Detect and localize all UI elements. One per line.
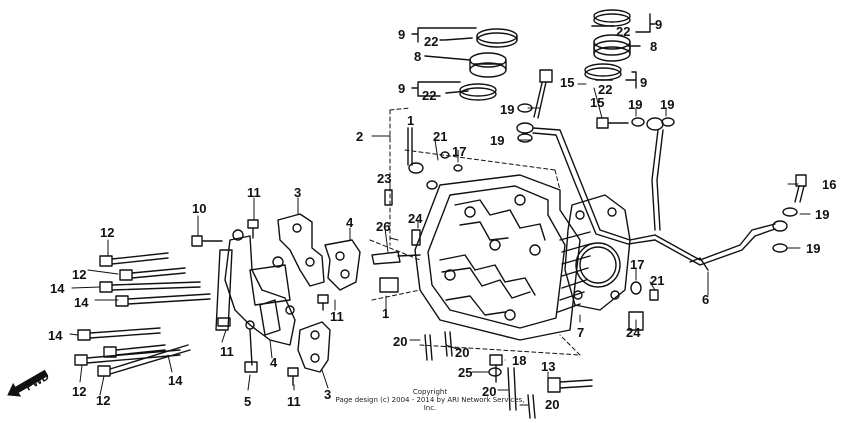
- callout-14: 14: [50, 281, 65, 296]
- callout-14: 14: [168, 373, 183, 388]
- oil-pipe-right-vertical: [646, 117, 664, 231]
- cylinder-head: [414, 174, 591, 341]
- callout-2: 2: [356, 129, 364, 144]
- callout-15: 15: [590, 95, 605, 110]
- callout-12: 12: [72, 384, 87, 399]
- bolt-16: [794, 174, 807, 203]
- callout-9: 9: [640, 75, 648, 90]
- callout-22: 22: [616, 24, 631, 39]
- callout-13: 13: [541, 359, 556, 374]
- callout-19: 19: [628, 97, 643, 112]
- callout-8: 8: [414, 49, 422, 64]
- callout-8: 8: [650, 39, 658, 54]
- callout-25: 25: [458, 365, 473, 380]
- callout-19: 19: [806, 241, 821, 256]
- callout-20: 20: [393, 334, 408, 349]
- callout-18: 18: [512, 353, 527, 368]
- cylinder-gasket: [564, 194, 631, 311]
- callout-9: 9: [398, 27, 406, 42]
- callout-9: 9: [655, 17, 663, 32]
- callout-24: 24: [626, 325, 641, 340]
- callout-22: 22: [598, 82, 613, 97]
- callout-20: 20: [545, 397, 560, 412]
- callout-21: 21: [433, 129, 448, 144]
- callout-11: 11: [287, 394, 301, 409]
- callout-23: 23: [377, 171, 392, 186]
- callout-1: 1: [382, 306, 390, 321]
- oil-pipe-top: [516, 122, 656, 245]
- right-clamp-lower: [584, 63, 622, 81]
- callout-1: 1: [407, 113, 415, 128]
- callout-20: 20: [455, 345, 470, 360]
- callout-4: 4: [346, 215, 354, 230]
- callout-12: 12: [72, 267, 87, 282]
- right-insulator: [593, 34, 631, 62]
- left-insulator-upper: [469, 52, 507, 78]
- callout-19: 19: [660, 97, 675, 112]
- callout-15: 15: [560, 75, 575, 90]
- bolt-15-top: [533, 69, 553, 119]
- callout-22: 22: [424, 34, 439, 49]
- callout-4: 4: [270, 355, 278, 370]
- fwd-arrow-icon: [7, 369, 49, 397]
- callout-6: 6: [702, 292, 710, 307]
- callout-14: 14: [74, 295, 89, 310]
- oil-pipe-6: [654, 220, 788, 271]
- callout-12: 12: [100, 225, 115, 240]
- callout-24: 24: [408, 211, 423, 226]
- callout-3: 3: [294, 185, 302, 200]
- callout-11: 11: [330, 309, 344, 324]
- callout-22: 22: [422, 88, 437, 103]
- callout-19: 19: [490, 133, 505, 148]
- callout-20: 20: [482, 384, 497, 399]
- left-clamp-top: [476, 28, 518, 48]
- callout-16: 16: [822, 177, 837, 192]
- callout-7: 7: [577, 325, 585, 340]
- bracket-3-upper: [277, 213, 325, 287]
- callout-17: 17: [452, 144, 467, 159]
- callout-11: 11: [220, 344, 234, 359]
- copyright-line-1: Copyright: [412, 388, 448, 396]
- callout-14: 14: [48, 328, 63, 343]
- callout-9: 9: [398, 81, 406, 96]
- callout-5: 5: [244, 394, 252, 409]
- copyright-line-2: Page design (c) 2004 - 2014 by ARI Netwo…: [335, 396, 525, 412]
- left-clamp-lower: [459, 83, 497, 101]
- bracket-assembly-left: [215, 229, 296, 366]
- callout-19: 19: [815, 207, 830, 222]
- callout-19: 19: [500, 102, 515, 117]
- callout-3: 3: [324, 387, 332, 402]
- callout-10: 10: [192, 201, 207, 216]
- bracket-4-upper: [324, 239, 361, 291]
- callout-12: 12: [96, 393, 111, 408]
- callout-26: 26: [376, 219, 391, 234]
- copyright-notice: Copyright Page design (c) 2004 - 2014 by…: [330, 388, 530, 412]
- callout-21: 21: [650, 273, 665, 288]
- bracket-3-lower: [297, 321, 331, 373]
- long-bolts: [74, 252, 211, 377]
- callout-17: 17: [630, 257, 645, 272]
- callout-11: 11: [247, 185, 261, 200]
